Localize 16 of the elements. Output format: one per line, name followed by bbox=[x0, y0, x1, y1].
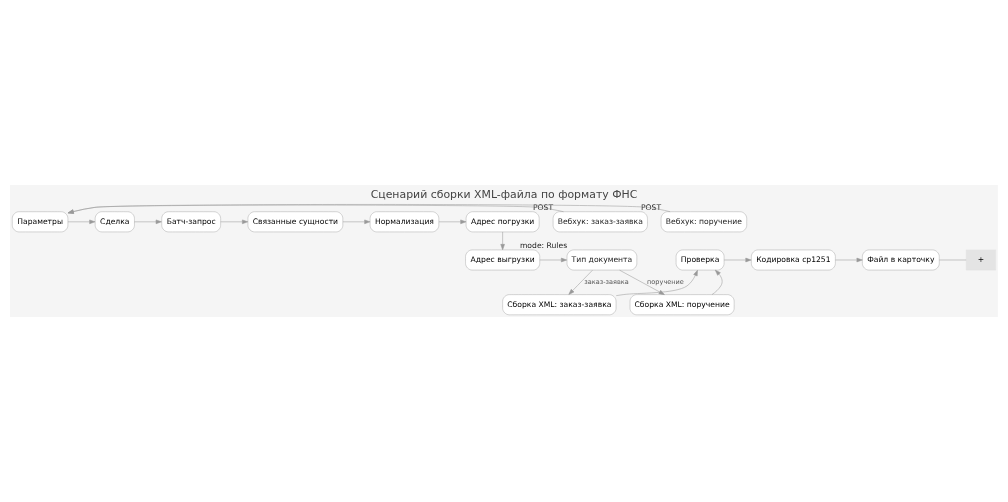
arrow bbox=[835, 257, 863, 263]
arrow bbox=[619, 269, 665, 295]
arrow bbox=[220, 219, 249, 224]
arrow bbox=[134, 219, 162, 224]
arrow bbox=[615, 269, 698, 296]
diagram-title: Сценарий сборки XML-файла по формату ФНС bbox=[370, 188, 638, 202]
arrow bbox=[539, 257, 568, 263]
arrow bbox=[342, 219, 371, 224]
arrow bbox=[67, 219, 96, 224]
arrow bbox=[438, 219, 467, 224]
arrow bbox=[67, 204, 564, 214]
arrow bbox=[568, 269, 593, 295]
arrow bbox=[67, 204, 671, 214]
arrow bbox=[500, 231, 505, 251]
arrow bbox=[723, 257, 752, 263]
arrow bbox=[711, 269, 723, 295]
